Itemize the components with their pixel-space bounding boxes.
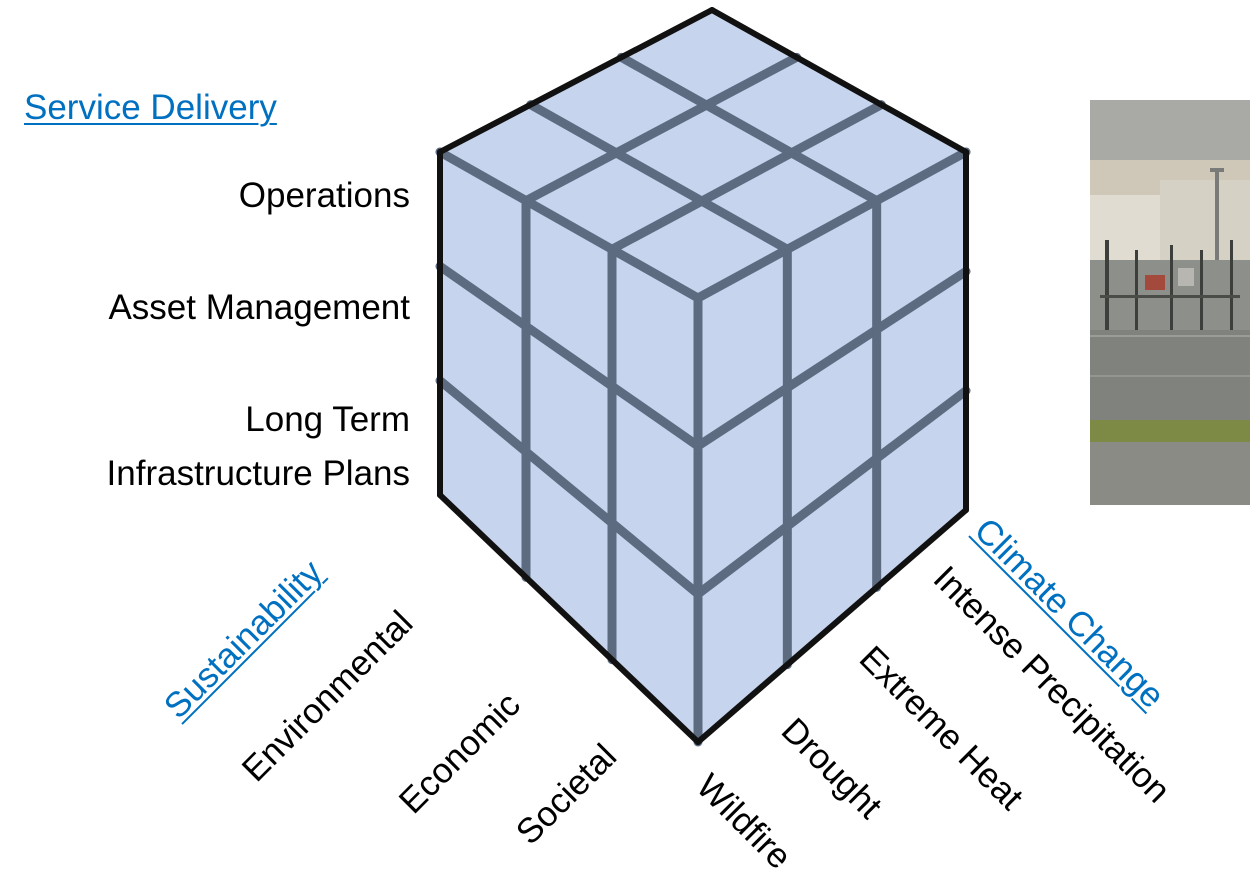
cube-right-face — [698, 152, 966, 742]
cube-left-face — [440, 152, 698, 742]
cube-grid-line — [693, 147, 971, 303]
cube-grid-line — [526, 100, 792, 254]
cube-grid-line — [693, 266, 971, 451]
cube-outline-edge — [437, 492, 701, 745]
cube-grid-line — [521, 52, 802, 206]
cube-outline-edge — [437, 7, 715, 155]
infrastructure-plans-label: Infrastructure Plans — [106, 454, 410, 493]
cube-grid-line — [616, 52, 882, 206]
flooded-facility-photo — [1090, 100, 1250, 505]
cube-grid-line — [693, 386, 971, 599]
cube-grid-line — [435, 147, 703, 303]
operations-label: Operations — [238, 176, 410, 215]
cube-outline-edge — [709, 7, 969, 155]
cube-grid-line — [607, 100, 886, 254]
cube-outline-edge — [695, 507, 969, 745]
cube-grid-line — [435, 261, 703, 451]
long-term-label: Long Term — [245, 400, 410, 439]
asset-management-label: Asset Management — [108, 288, 410, 327]
service-delivery-heading[interactable]: Service Delivery — [24, 88, 277, 127]
cube-grid-line — [435, 376, 703, 599]
